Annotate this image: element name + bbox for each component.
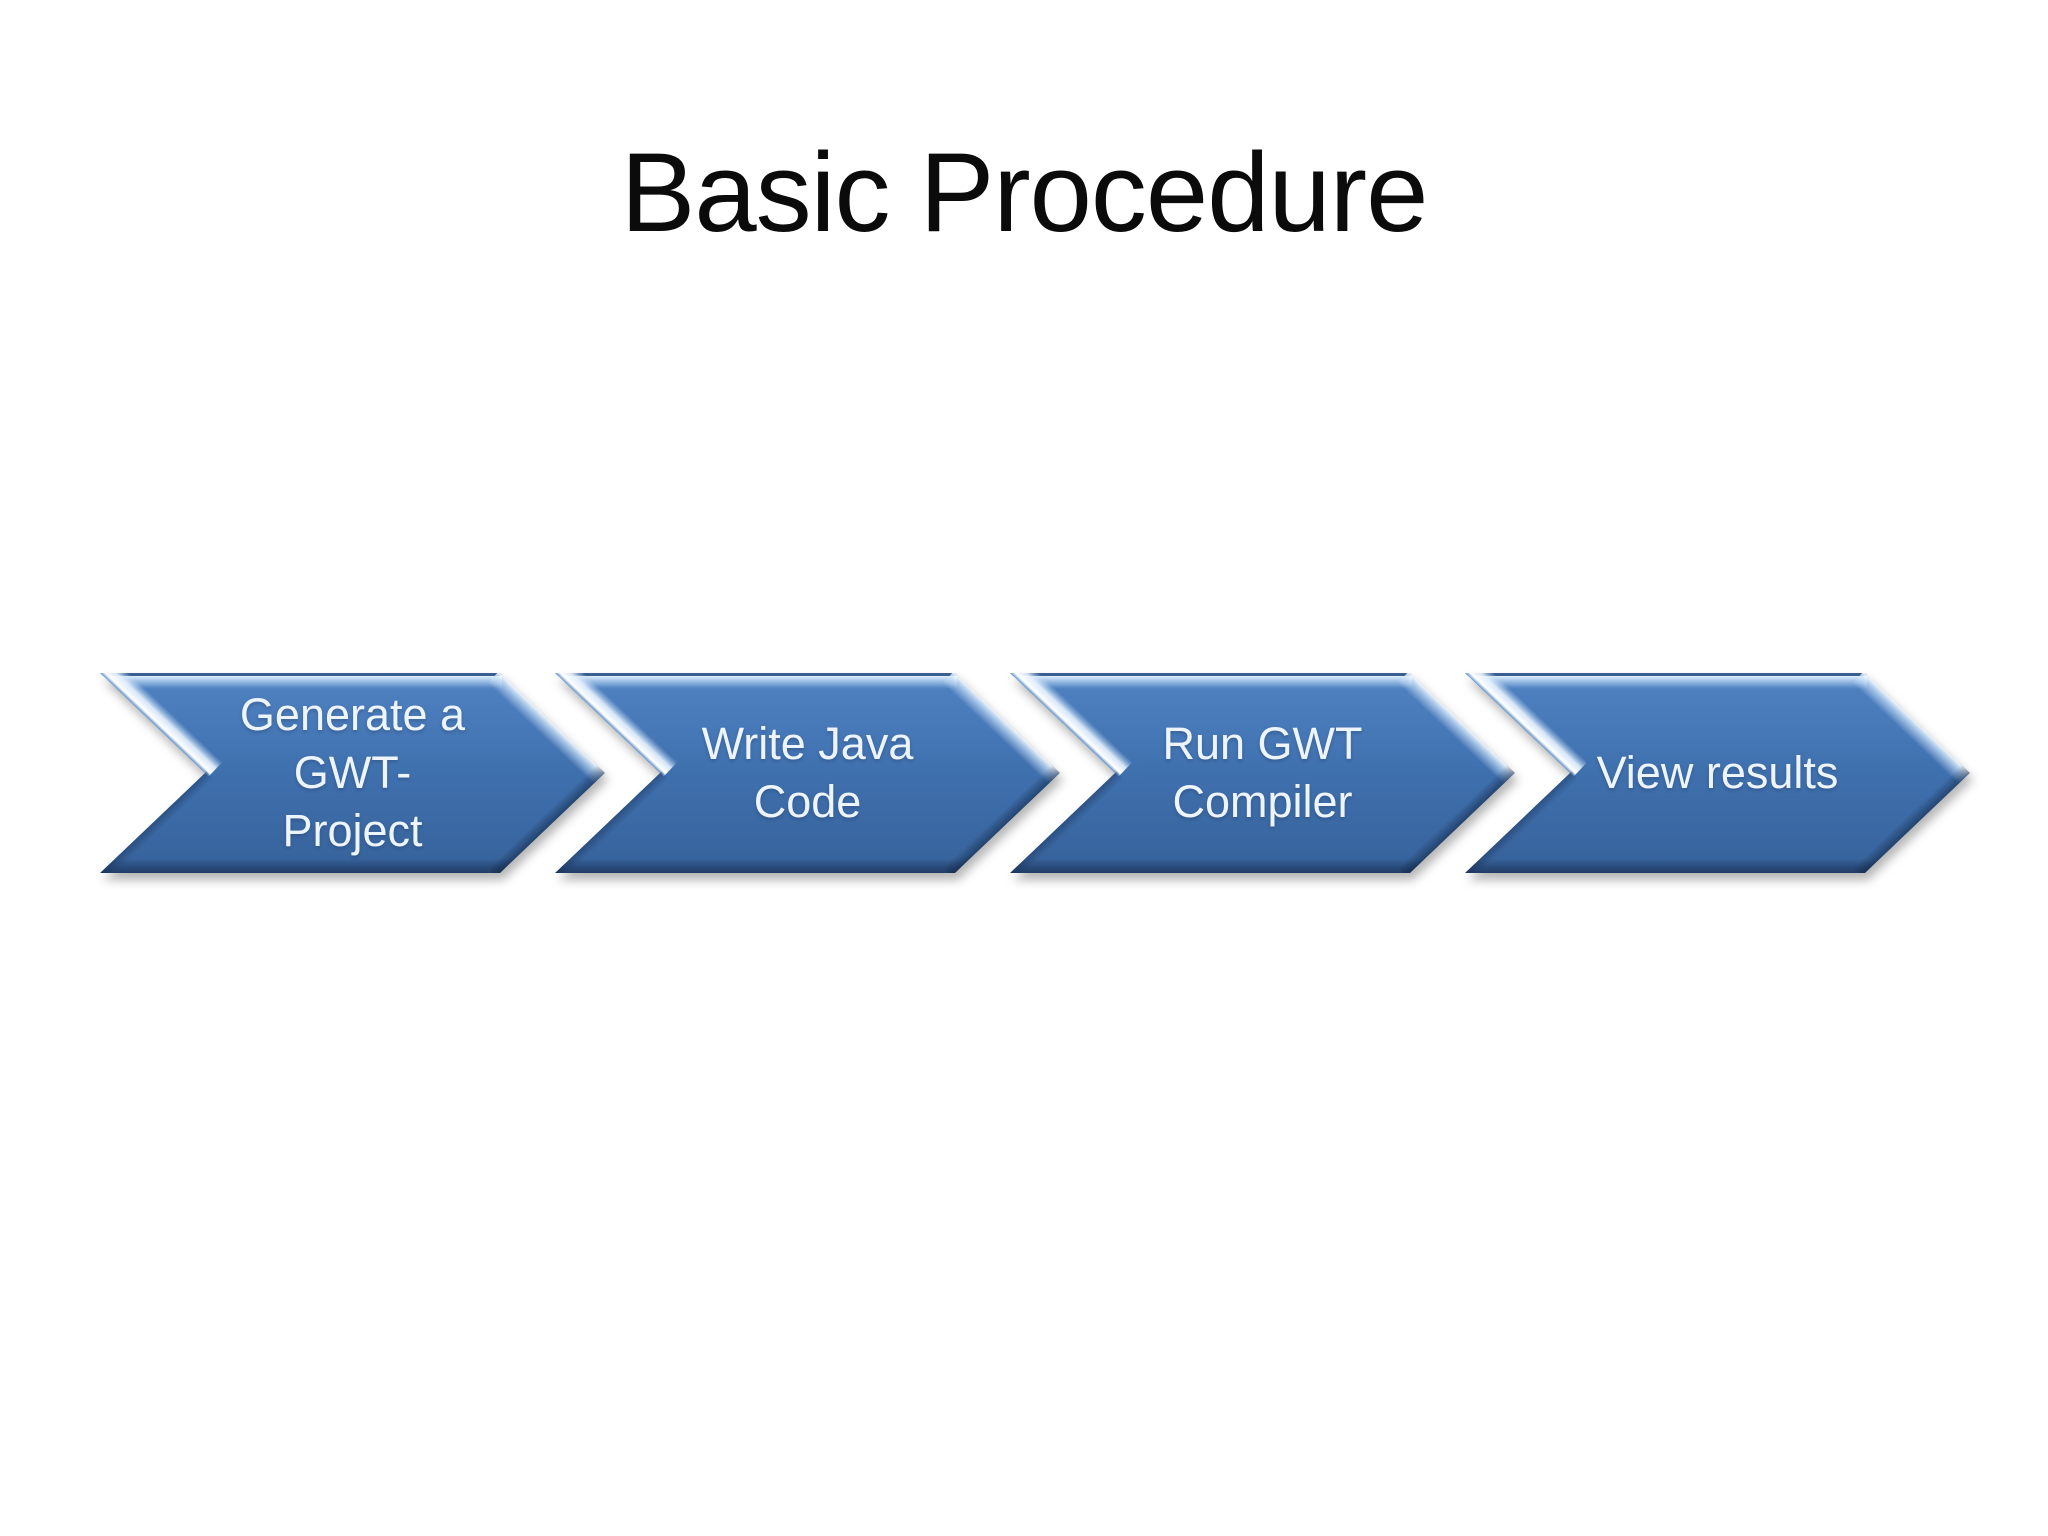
step-label-line: Generate a [239, 689, 466, 740]
process-step-write-java-code: Write Java Code [555, 673, 1060, 873]
step-label: Generate a GWT- Project [100, 673, 605, 873]
step-label: Write Java Code [555, 673, 1060, 873]
process-step-run-gwt-compiler: Run GWT Compiler [1010, 673, 1515, 873]
step-label-line: Code [753, 776, 862, 827]
chevron-arrow-shape [100, 673, 605, 873]
step-label-line: GWT- [293, 747, 412, 798]
chevron-process-diagram: Generate a GWT- Project Wr [0, 673, 2048, 873]
process-step-view-results: View results [1465, 673, 1970, 873]
step-label: View results [1465, 673, 1970, 873]
chevron-arrow-shape [1010, 673, 1515, 873]
step-label: Run GWT Compiler [1010, 673, 1515, 873]
chevron-arrow-shape [555, 673, 1060, 873]
step-label-line: Project [282, 805, 423, 856]
step-label-line: Run GWT [1162, 718, 1363, 769]
step-label-line: View results [1596, 747, 1839, 798]
step-label-line: Write Java [701, 718, 914, 769]
process-step-generate-gwt-project: Generate a GWT- Project [100, 673, 605, 873]
step-label-line: Compiler [1172, 776, 1353, 827]
chevron-arrow-shape [1465, 673, 1970, 873]
slide-title: Basic Procedure [620, 130, 1429, 255]
